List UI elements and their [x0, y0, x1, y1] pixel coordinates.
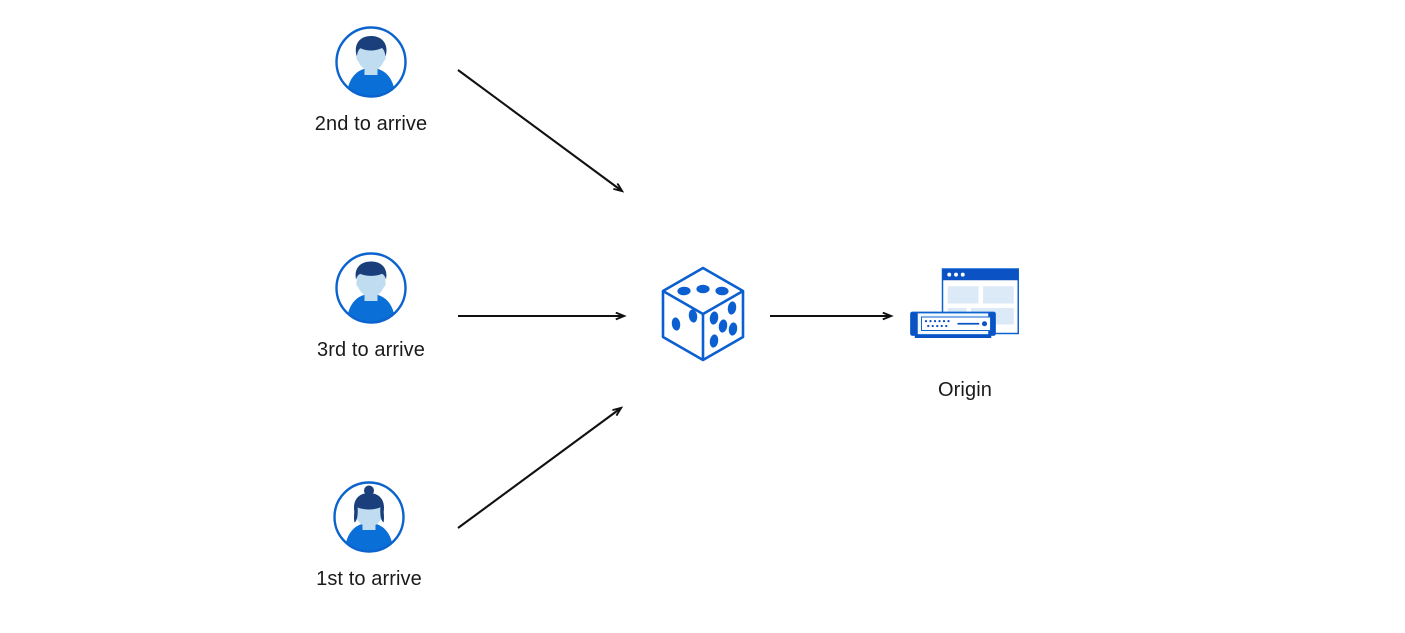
server-device-icon — [910, 311, 996, 338]
origin-server-icon — [910, 268, 1019, 338]
user-avatar-icon — [333, 481, 405, 553]
dice-cube-icon — [661, 266, 745, 362]
node-user-3rd[interactable]: 3rd to arrive — [296, 250, 446, 362]
arrow-1st-to-dice — [457, 408, 621, 529]
node-user-2nd[interactable]: 2nd to arrive — [296, 24, 446, 136]
user-avatar-icon — [335, 252, 407, 324]
user-avatar-icon — [335, 26, 407, 98]
node-label-user-1st: 1st to arrive — [316, 568, 422, 590]
node-label-user-2nd: 2nd to arrive — [314, 113, 428, 135]
arrow-2nd-to-dice — [457, 69, 622, 191]
node-dice[interactable] — [655, 262, 755, 371]
node-origin[interactable]: Origin — [865, 256, 1065, 402]
node-user-1st[interactable]: 1st to arrive — [294, 479, 444, 591]
node-label-origin: Origin — [938, 379, 992, 401]
node-label-user-3rd: 3rd to arrive — [316, 339, 425, 361]
